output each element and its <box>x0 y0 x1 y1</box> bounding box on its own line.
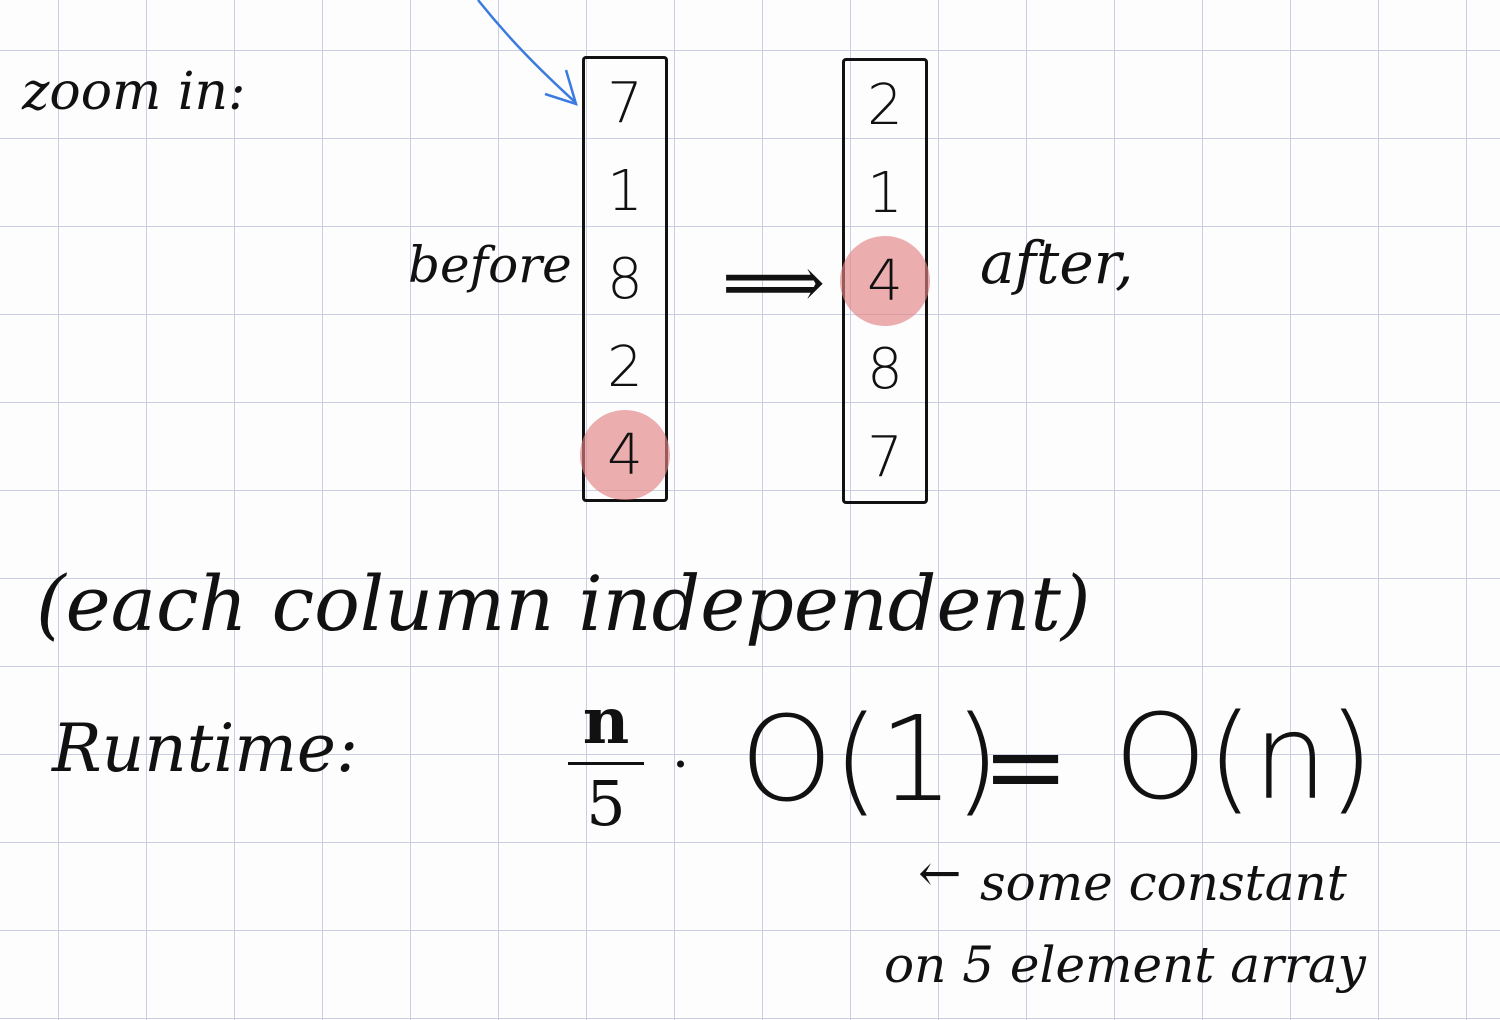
before-cell: 2 <box>607 334 643 400</box>
fraction-denominator: 5 <box>586 767 626 840</box>
after-cell: 2 <box>867 72 903 138</box>
after-cell-highlighted: 4 <box>840 236 930 326</box>
annotation-line-2: on 5 element array <box>884 936 1366 994</box>
fraction: n 5 <box>564 690 648 835</box>
multiply-dot: · <box>672 733 690 796</box>
after-column: 2 1 4 8 7 <box>840 58 930 504</box>
big-o-result: O(n) <box>1114 688 1374 826</box>
big-o-constant: O(1) <box>740 690 1001 828</box>
zoom-in-label: zoom in: <box>22 62 246 122</box>
after-label: after, <box>980 229 1134 297</box>
after-cell: 8 <box>867 336 903 402</box>
highlight-circle <box>840 236 930 326</box>
before-cell: 7 <box>607 70 643 136</box>
equals-sign: = <box>982 705 1070 827</box>
runtime-label: Runtime: <box>52 710 359 787</box>
fraction-bar <box>568 762 644 765</box>
after-cell: 7 <box>867 424 903 490</box>
implies-arrow: ⟹ <box>722 240 826 324</box>
fraction-numerator: n <box>582 684 630 759</box>
annotation-arrow: ← <box>918 844 962 904</box>
after-cell: 1 <box>867 160 903 226</box>
before-cell-highlighted: 4 <box>580 410 670 500</box>
before-cell: 8 <box>607 246 643 312</box>
independence-note: (each column independent) <box>36 559 1091 648</box>
before-label: before <box>408 236 572 294</box>
highlight-circle <box>580 410 670 500</box>
annotation-line-1: some constant <box>980 854 1347 912</box>
before-cell: 1 <box>607 158 643 224</box>
before-column: 7 1 8 2 4 <box>580 56 670 502</box>
